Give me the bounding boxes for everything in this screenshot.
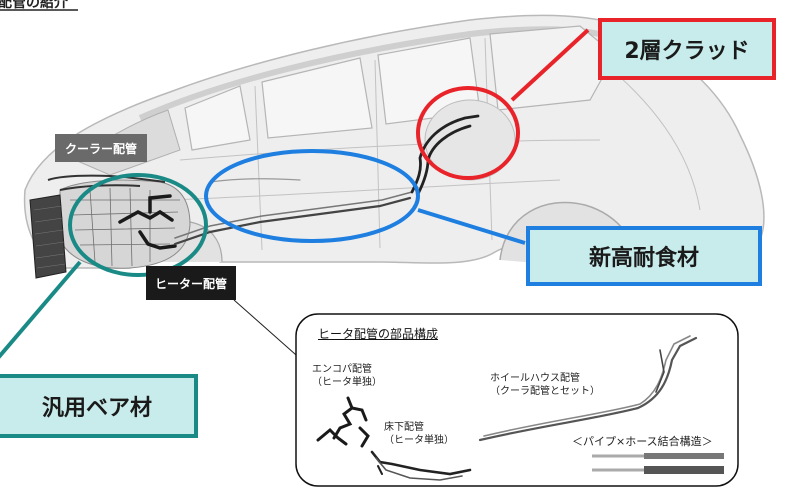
encompa-label-line1: エンコパ配管: [312, 364, 372, 375]
highlight-ellipse-bare: [68, 173, 208, 277]
highlight-ellipse-cladding: [416, 86, 520, 180]
inset-title-text: ヒータ配管の部品構成: [318, 326, 439, 341]
leader-line-cladding: [510, 28, 590, 102]
leader-line-corrosion: [417, 208, 526, 245]
radiator: [29, 194, 67, 279]
window-middle: [261, 57, 373, 139]
callout-bare: 汎用ベア材: [0, 374, 198, 438]
underfloor-label-line2: （ヒータ単独）: [384, 435, 454, 446]
callout-bare-text: 汎用ベア材: [41, 396, 152, 421]
highlight-ellipse-corrosion: [204, 149, 420, 243]
encompa-label-line2: （ヒータ単独）: [312, 377, 382, 388]
inset-label-joint: ＜パイプ×ホース結合構造＞: [572, 433, 713, 449]
callout-cladding-text: 2層クラッド: [624, 39, 750, 64]
inset-label-encompa: エンコパ配管 （ヒータ単独）: [312, 363, 382, 389]
heater-piping-engine: [118, 194, 177, 250]
encompa-pipe-drawing: [316, 396, 370, 448]
callout-cladding: 2層クラッド: [598, 18, 776, 80]
inset-title: ヒータ配管の部品構成: [318, 324, 438, 342]
joint-label-text: ＜パイプ×ホース結合構造＞: [572, 434, 713, 448]
label-heater-pipe-text: ヒーター配管: [154, 276, 227, 291]
leader-line-heater-inset: [233, 299, 305, 363]
joint-structure-drawing: [592, 453, 724, 474]
label-heater-pipe: ヒーター配管: [146, 266, 236, 300]
label-cooler-pipe-text: クーラー配管: [64, 141, 137, 156]
leader-line-bare: [0, 260, 82, 359]
callout-corrosion-text: 新高耐食材: [588, 246, 699, 271]
engine-block: [59, 179, 191, 269]
underfloor-label-line1: 床下配管: [384, 422, 424, 433]
wheelhouse-pipe-drawing: [478, 335, 698, 442]
inset-label-wheelhouse: ホイールハウス配管 （クーラ配管とセット）: [490, 372, 600, 398]
engine-detail: [70, 187, 180, 267]
window-front: [184, 85, 251, 151]
wheelhouse-label-line1: ホイールハウス配管: [490, 373, 580, 384]
engine-compartment: [29, 174, 191, 279]
underfloor-pipe-drawing: [370, 450, 472, 481]
inset-label-underfloor: 床下配管 （ヒータ単独）: [384, 421, 454, 447]
wheelhouse-label-line2: （クーラ配管とセット）: [490, 386, 600, 397]
rear-wheelhouse-inner: [424, 99, 516, 181]
label-cooler-pipe: クーラー配管: [55, 134, 147, 162]
radiator-fins: [33, 205, 66, 269]
header-title: 配管の紹介: [0, 0, 69, 11]
inset-panel: [295, 313, 739, 487]
callout-corrosion: 新高耐食材: [526, 226, 762, 286]
